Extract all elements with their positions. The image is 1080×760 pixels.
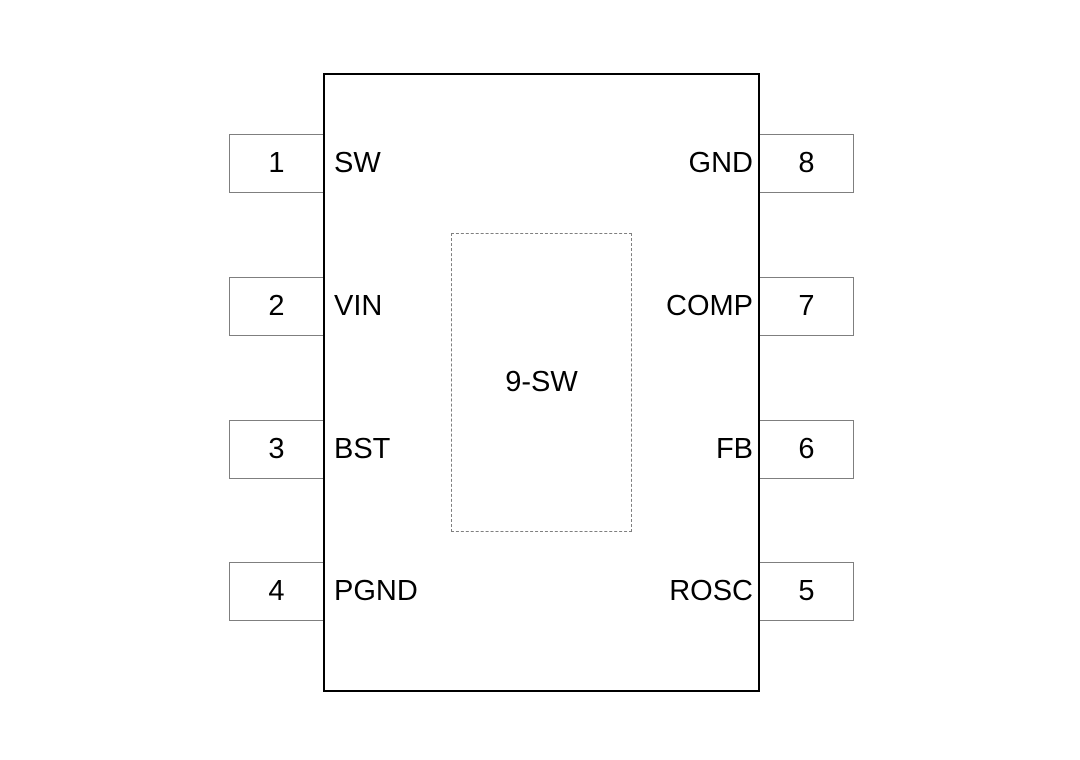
pin-label-sw: SW: [334, 147, 381, 179]
pin-box-6: 6: [759, 420, 854, 479]
pin-label-gnd: GND: [688, 147, 753, 179]
pin-number: 4: [268, 575, 285, 607]
pin-label-rosc: ROSC: [669, 575, 753, 607]
pin-box-7: 7: [759, 277, 854, 336]
exposed-pad-label: 9-SW: [505, 366, 578, 398]
pin-number: 2: [268, 290, 285, 322]
pin-number: 7: [798, 290, 815, 322]
pin-number: 1: [268, 147, 285, 179]
pin-number: 3: [268, 433, 285, 465]
chip-body: [323, 73, 760, 692]
pin-label-bst: BST: [334, 433, 391, 465]
pin-box-8: 8: [759, 134, 854, 193]
pin-box-5: 5: [759, 562, 854, 621]
pin-number: 6: [798, 433, 815, 465]
pin-box-4: 4: [229, 562, 324, 621]
pin-number: 5: [798, 575, 815, 607]
exposed-pad: 9-SW: [451, 233, 632, 532]
pin-label-comp: COMP: [666, 290, 753, 322]
pin-label-pgnd: PGND: [334, 575, 418, 607]
pin-box-2: 2: [229, 277, 324, 336]
pin-box-1: 1: [229, 134, 324, 193]
pin-number: 8: [798, 147, 815, 179]
pin-label-fb: FB: [715, 433, 753, 465]
pin-label-vin: VIN: [334, 290, 383, 322]
pin-box-3: 3: [229, 420, 324, 479]
